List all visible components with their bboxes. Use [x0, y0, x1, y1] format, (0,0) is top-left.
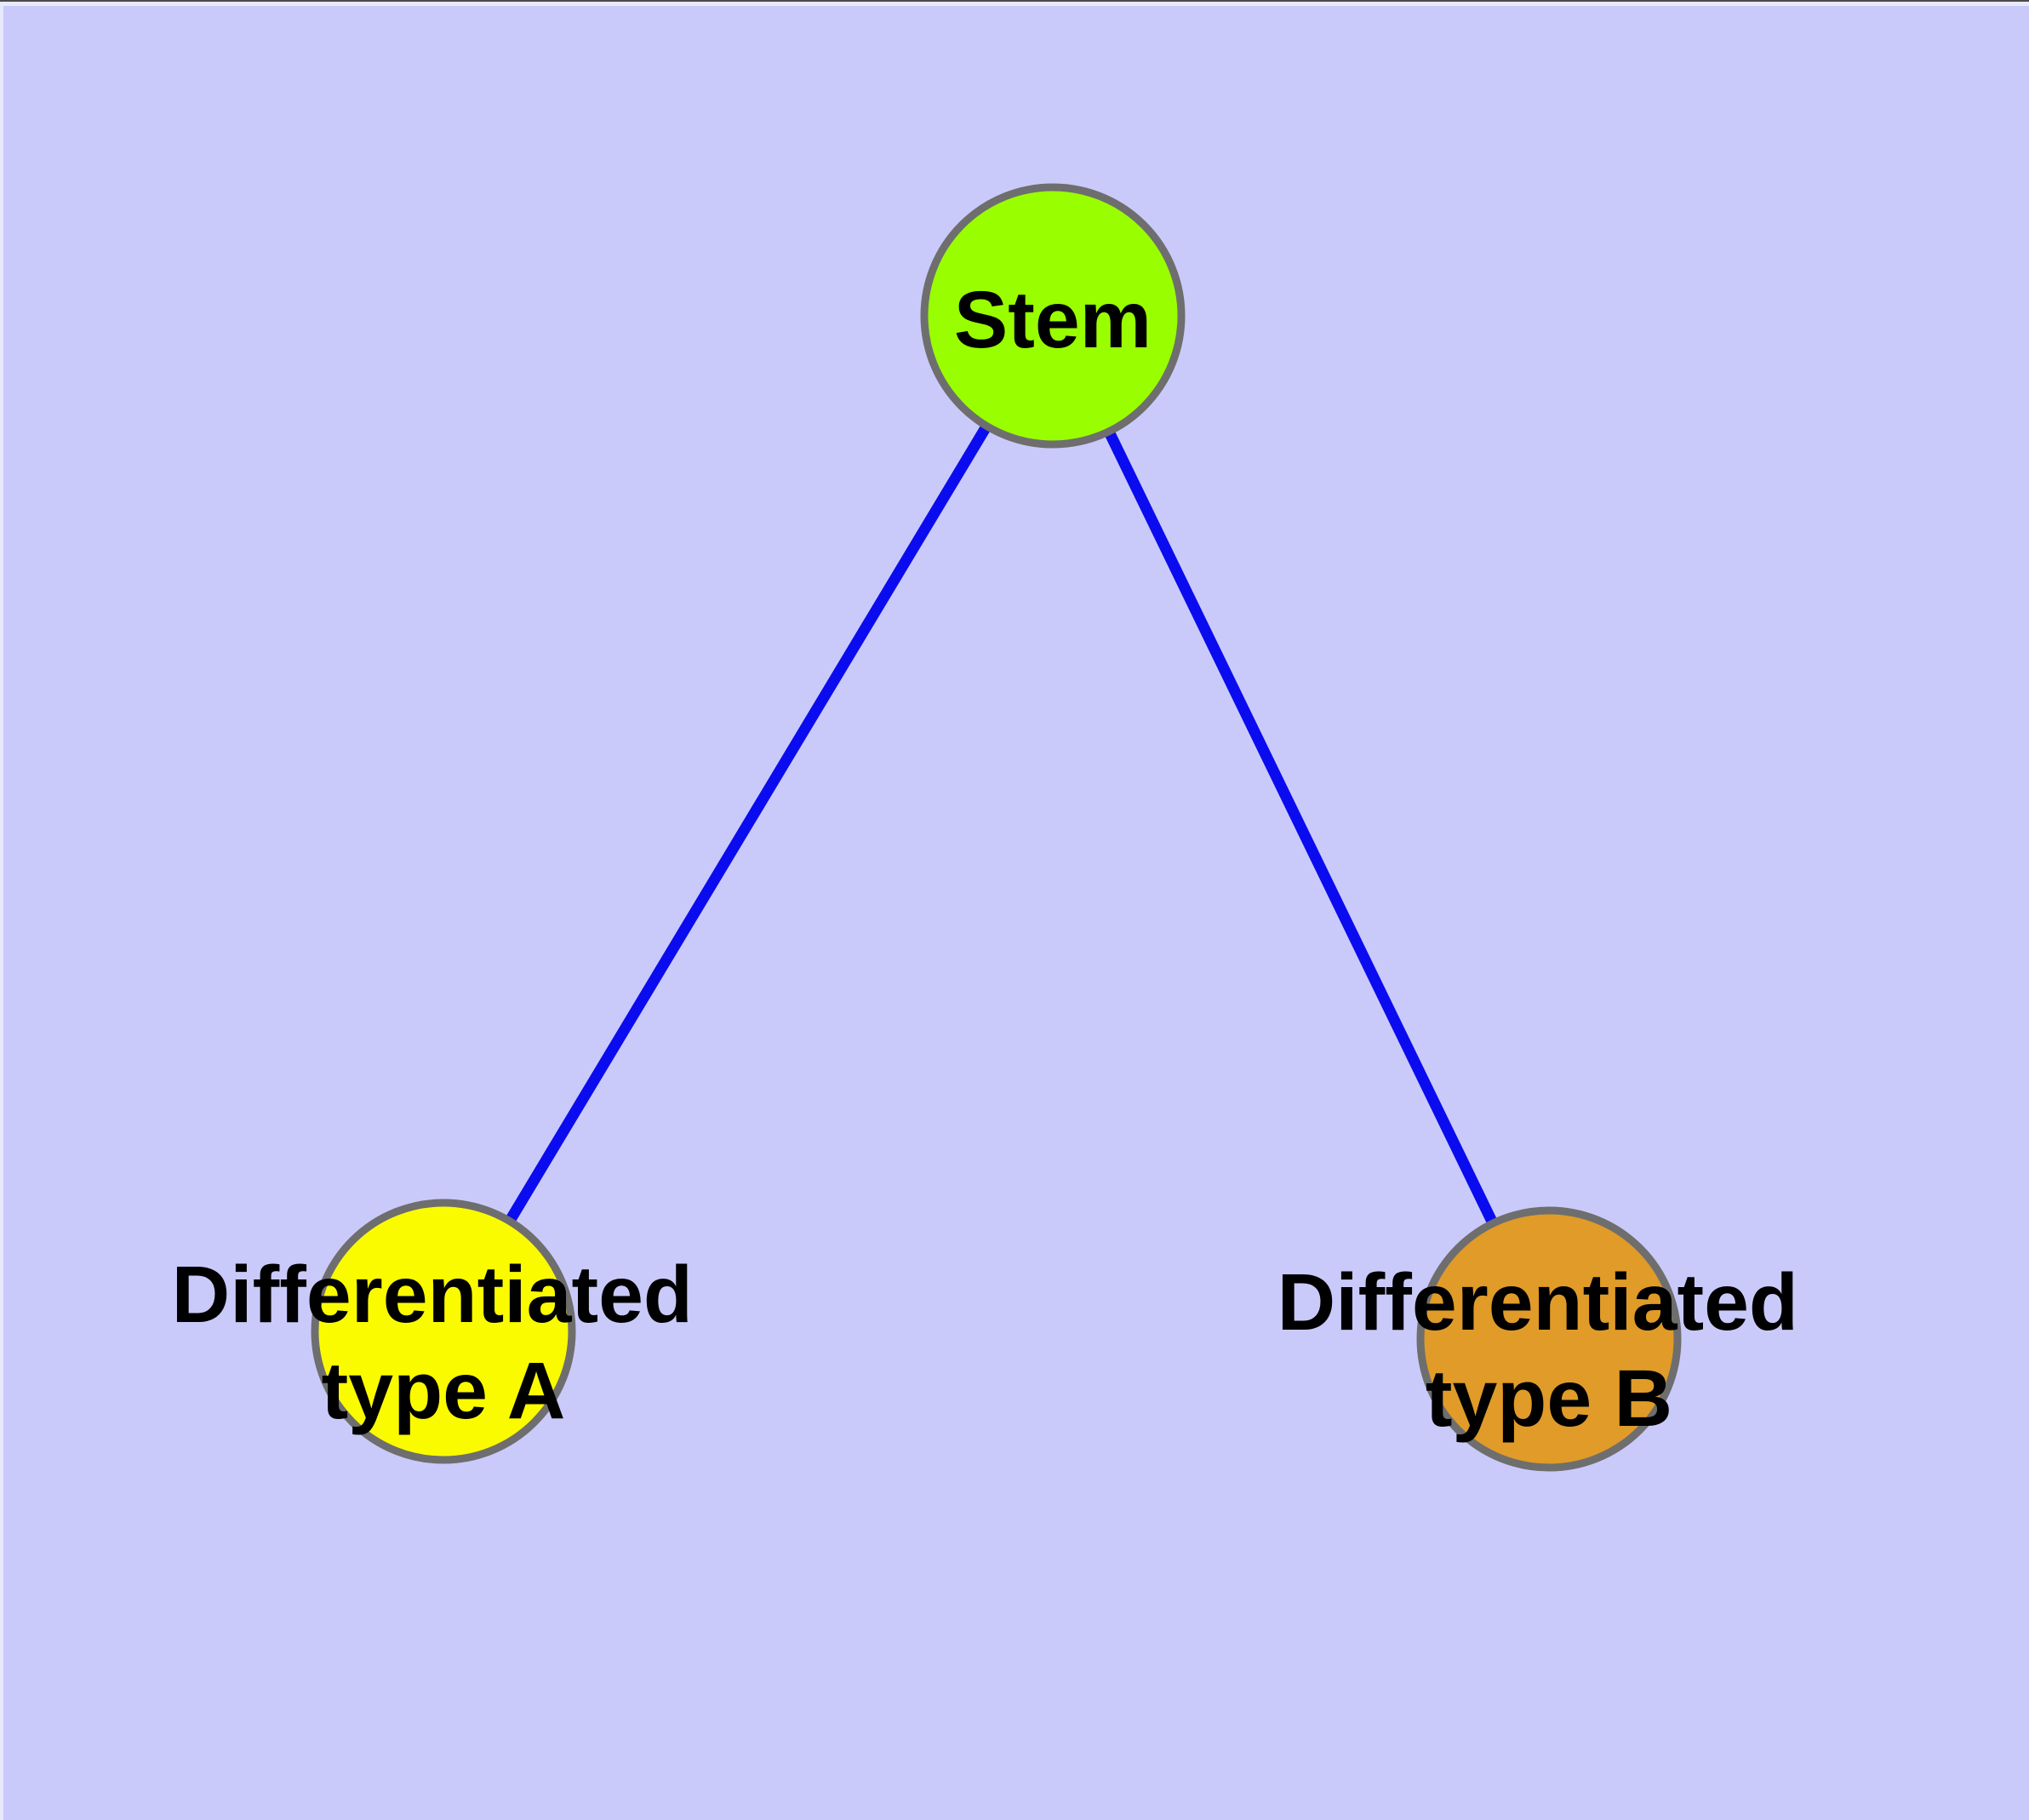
window-top-line — [0, 0, 2029, 2]
node-label-type-a: Differentiated type A — [172, 1250, 716, 1436]
node-label-type-b-line2: type B — [1426, 1354, 1672, 1444]
top-bevel-highlight — [0, 2, 2029, 6]
node-label-type-b: Differentiated type B — [1277, 1257, 1821, 1444]
edge-stem-to-type-b — [1048, 313, 1554, 1342]
node-label-type-b-line1: Differentiated — [1277, 1257, 1798, 1348]
node-label-type-a-line2: type A — [322, 1346, 566, 1436]
node-stem — [920, 183, 1186, 449]
node-label-stem-text: Stem — [954, 275, 1152, 365]
edge-stem-to-type-a — [438, 312, 1058, 1335]
node-type-b — [1416, 1206, 1682, 1472]
node-label-stem: Stem — [954, 275, 1152, 365]
left-bevel-highlight — [0, 2, 3, 1820]
node-label-type-a-line1: Differentiated — [172, 1250, 693, 1340]
node-type-a — [311, 1199, 576, 1464]
